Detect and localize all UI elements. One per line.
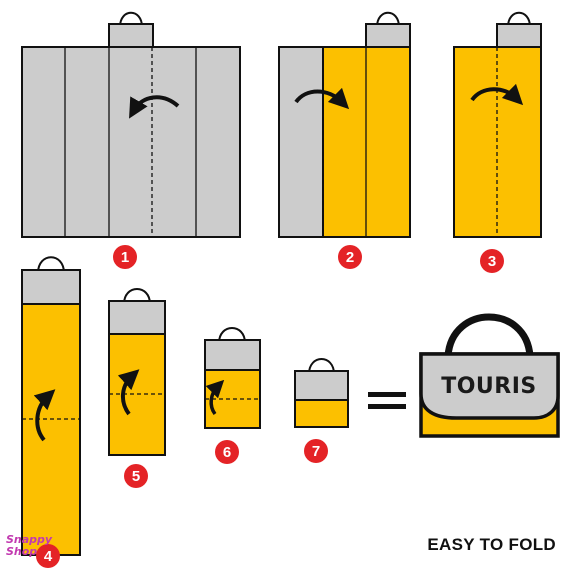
handle-loop <box>308 358 335 375</box>
handle-loop <box>376 11 400 28</box>
handle-loop <box>37 256 65 274</box>
handle-loop <box>119 11 143 28</box>
bag-yellow-part <box>294 399 349 428</box>
bag-yellow-part <box>21 303 81 556</box>
step-number: 5 <box>132 468 140 485</box>
step-number: 4 <box>44 548 53 565</box>
curved-arrow-right-icon <box>294 87 350 110</box>
step-number: 7 <box>312 443 320 460</box>
step-number: 3 <box>488 253 496 270</box>
bag-handle <box>108 23 154 48</box>
brand-label: TOURIS <box>441 374 537 399</box>
bag-panel <box>21 46 241 238</box>
step-2: 2 <box>278 11 411 269</box>
step-7: 7 <box>294 358 349 463</box>
bag-handle <box>108 300 166 335</box>
brand-logo: Snappy Shop <box>6 533 53 558</box>
bag-handle <box>294 370 349 401</box>
pouch-flap <box>419 352 560 420</box>
folded-pouch-icon: TOURIS <box>419 313 560 438</box>
step-3: 3 <box>453 11 542 273</box>
step-badge <box>36 544 60 568</box>
step-1: 1 <box>21 11 241 269</box>
handle-loop <box>507 11 531 28</box>
curved-arrow-up-icon <box>205 379 225 416</box>
equals-icon <box>368 392 406 409</box>
pouch-handle <box>444 313 534 357</box>
step-badge <box>480 249 504 273</box>
step-badge <box>338 245 362 269</box>
handle-loop <box>218 327 246 344</box>
step-6: 6 <box>204 327 261 464</box>
step-5: 5 <box>108 288 166 488</box>
curved-arrow-up-icon <box>117 369 140 416</box>
bag-handle <box>496 23 542 48</box>
step-number: 2 <box>346 249 354 266</box>
step-badge <box>304 439 328 463</box>
step-number: 1 <box>121 249 129 266</box>
bag-handle <box>21 269 81 305</box>
curved-arrow-up-icon <box>33 389 56 442</box>
handle-loop <box>123 288 151 305</box>
step-number: 6 <box>223 444 231 461</box>
curved-arrow-right-icon <box>470 83 524 106</box>
bag-handle <box>204 339 261 371</box>
step-badge <box>124 464 148 488</box>
curved-arrow-left-icon <box>129 95 180 119</box>
step-4: 4 <box>21 256 81 568</box>
step-badge <box>113 245 137 269</box>
caption: EASY TO FOLD <box>427 535 556 554</box>
step-badge <box>215 440 239 464</box>
bag-handle <box>365 23 411 48</box>
bag-gray-part <box>278 46 324 238</box>
